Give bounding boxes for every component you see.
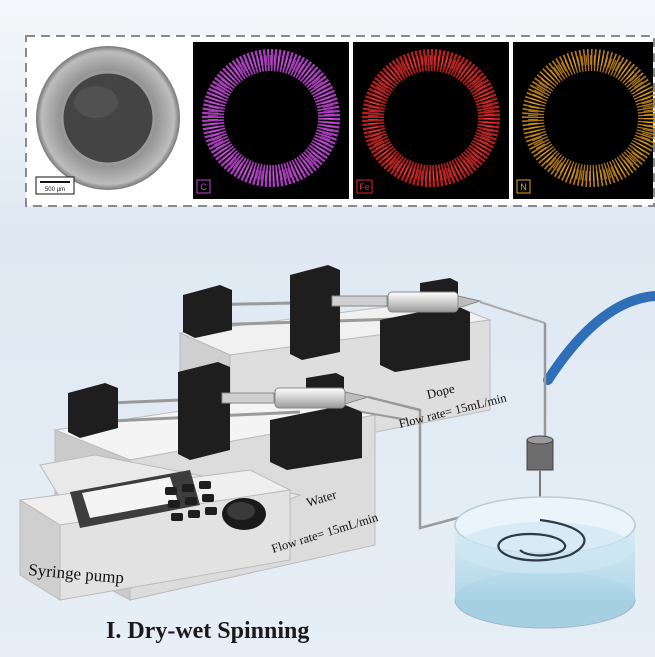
back-syringe-pump	[178, 265, 546, 461]
fiber-arc	[543, 291, 655, 385]
nitrogen-map-panel: N	[513, 42, 655, 199]
carbon-label: C	[200, 182, 207, 192]
fiber-coil	[497, 518, 586, 562]
coagulation-bath	[454, 496, 636, 629]
pump-keypad	[165, 481, 217, 521]
nitrogen-label: N	[520, 182, 527, 192]
iron-label: Fe	[359, 182, 370, 192]
dope-label: Dope	[425, 380, 456, 401]
pump-display	[82, 477, 178, 518]
iron-label-box	[356, 179, 373, 194]
iron-map-panel: Fe	[353, 42, 509, 199]
carbon-map-panel: C	[193, 42, 349, 199]
scale-bar-label: 500 μm	[45, 187, 65, 193]
carbon-label-box	[196, 179, 211, 194]
sem-panel: 500 μm	[33, 42, 189, 199]
front-syringe-pump	[18, 362, 376, 601]
section-title: I. Dry-wet Spinning	[106, 618, 309, 644]
nitrogen-label-box	[516, 179, 531, 194]
